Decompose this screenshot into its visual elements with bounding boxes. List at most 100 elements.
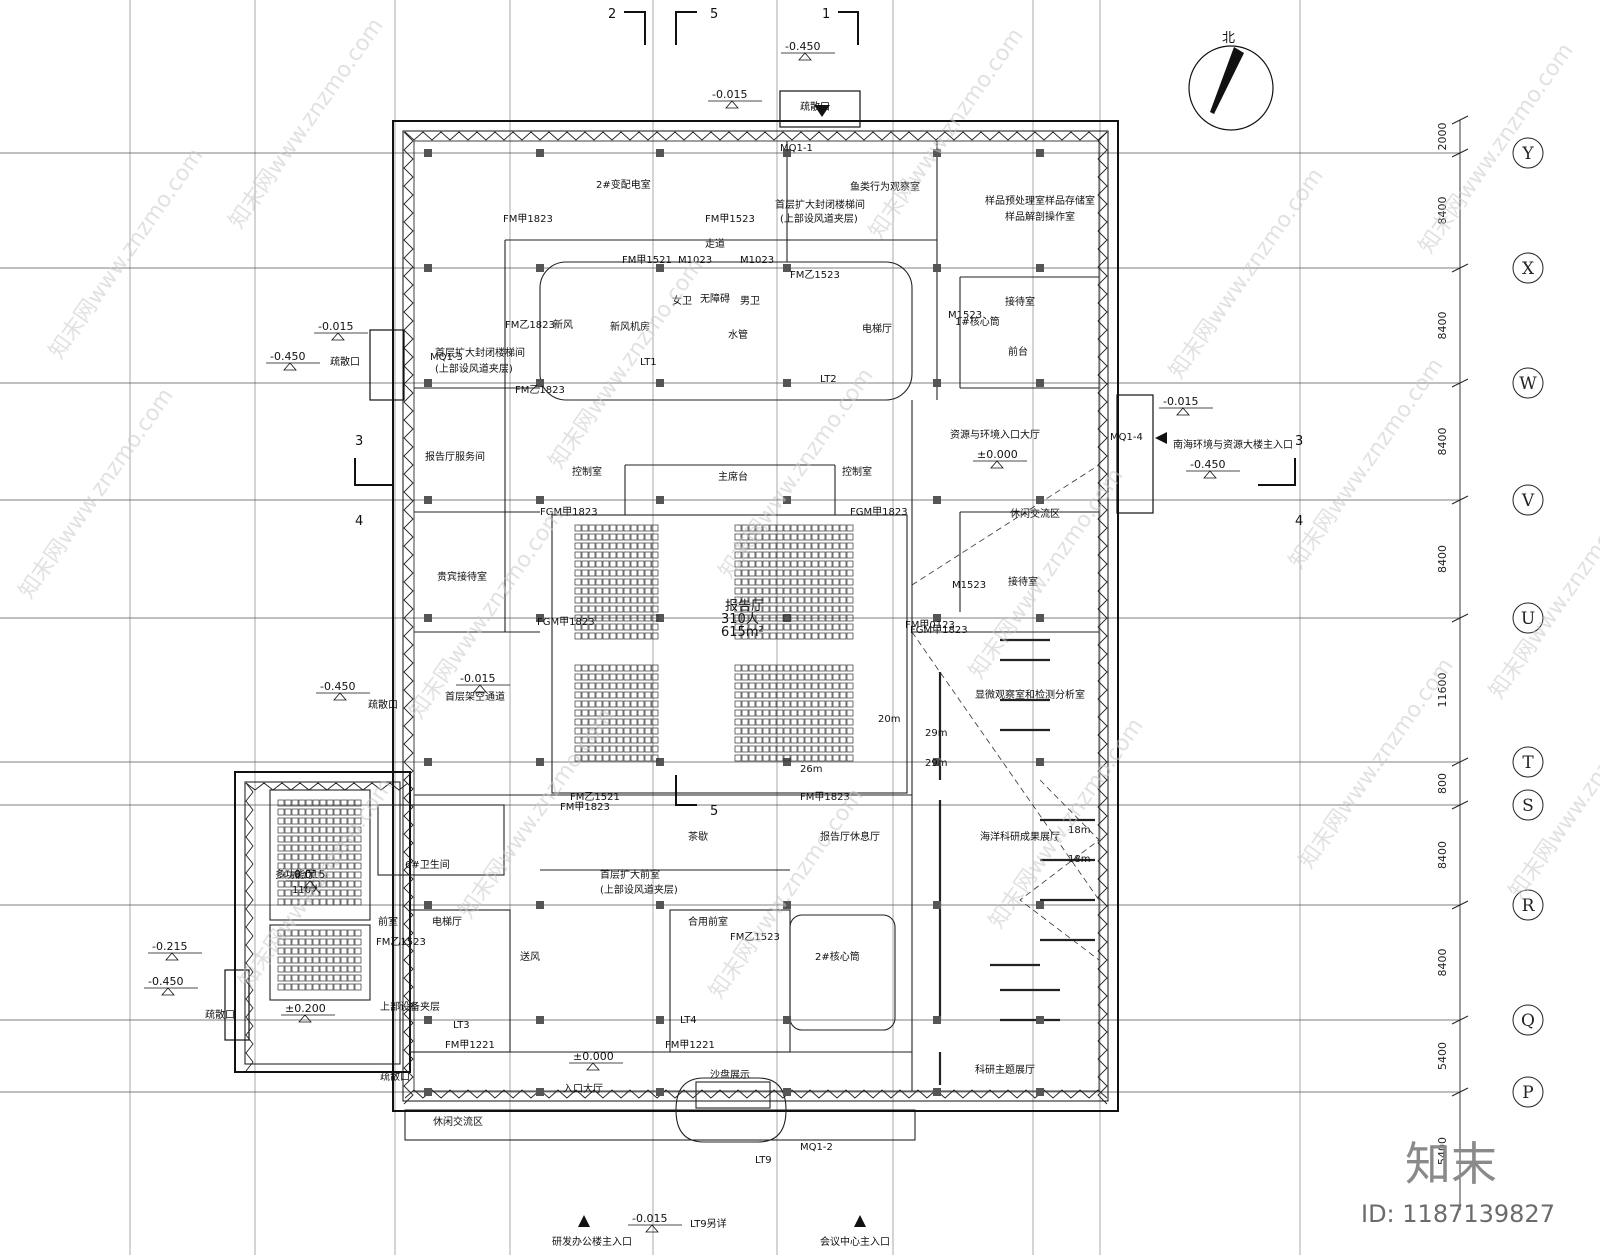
seat <box>319 965 327 973</box>
seat <box>284 853 292 861</box>
room-label: 样品解剖操作室 <box>1005 210 1075 223</box>
seat <box>651 569 659 577</box>
seat <box>825 632 833 640</box>
seat <box>595 632 603 640</box>
seat <box>644 718 652 726</box>
seat <box>644 533 652 541</box>
seat <box>609 542 617 550</box>
seat <box>305 844 313 852</box>
seat <box>776 605 784 613</box>
dimension-value: 8400 <box>1436 312 1449 340</box>
room-label: 疏散口 <box>205 1008 235 1021</box>
dimension-tick <box>1451 263 1469 273</box>
column <box>424 264 432 272</box>
seat <box>651 727 659 735</box>
seat <box>734 551 742 559</box>
seat <box>762 623 770 631</box>
seat <box>818 691 826 699</box>
watermark-text: 知末网www.znzmo.com <box>454 704 618 924</box>
room-label: LT9 <box>755 1155 772 1166</box>
seat <box>340 871 348 879</box>
seat <box>284 871 292 879</box>
seat <box>846 682 854 690</box>
seat <box>602 524 610 532</box>
seat <box>326 947 334 955</box>
seat <box>748 718 756 726</box>
seat <box>574 682 582 690</box>
seat <box>305 826 313 834</box>
seat <box>284 880 292 888</box>
dimension-tick <box>1451 613 1469 623</box>
seat <box>825 614 833 622</box>
seat <box>602 596 610 604</box>
seat <box>609 524 617 532</box>
seat <box>783 596 791 604</box>
seat <box>818 673 826 681</box>
seat <box>734 682 742 690</box>
seat <box>818 605 826 613</box>
seat <box>825 542 833 550</box>
seat <box>839 709 847 717</box>
seat <box>609 596 617 604</box>
seat <box>825 682 833 690</box>
seat <box>354 929 362 937</box>
seat <box>305 965 313 973</box>
seat <box>312 826 320 834</box>
seat <box>644 551 652 559</box>
seat <box>818 664 826 672</box>
room-label: 1#核心筒 <box>955 315 1000 328</box>
seat <box>312 898 320 906</box>
seat <box>305 947 313 955</box>
seat <box>588 533 596 541</box>
room-label: 首层扩大封闭楼梯间 <box>435 346 525 359</box>
seat <box>623 727 631 735</box>
seat <box>319 844 327 852</box>
seat <box>734 632 742 640</box>
seat <box>298 817 306 825</box>
seat <box>319 853 327 861</box>
seat <box>637 718 645 726</box>
seat <box>762 560 770 568</box>
seat <box>588 754 596 762</box>
dimension-note: 18m <box>1068 854 1090 865</box>
door-tag: MQ1-4 <box>1110 432 1143 443</box>
seat <box>616 587 624 595</box>
seat <box>581 709 589 717</box>
level-mark-triangle <box>165 952 179 961</box>
seat <box>832 673 840 681</box>
seat <box>846 709 854 717</box>
seat <box>832 578 840 586</box>
room-label: 无障碍 <box>700 292 730 305</box>
seat <box>748 682 756 690</box>
column <box>783 379 791 387</box>
seat <box>783 524 791 532</box>
seat <box>277 929 285 937</box>
seat <box>769 700 777 708</box>
watermark-text: 知末网www.znzmo.com <box>704 784 868 1004</box>
seat <box>298 844 306 852</box>
seat <box>581 727 589 735</box>
seat <box>741 709 749 717</box>
column <box>536 758 544 766</box>
seat <box>284 808 292 816</box>
seat <box>776 745 784 753</box>
seat <box>825 587 833 595</box>
seat <box>284 799 292 807</box>
seat <box>839 664 847 672</box>
seat <box>776 524 784 532</box>
column <box>1036 496 1044 504</box>
seat <box>811 745 819 753</box>
axis-label: V <box>1521 491 1535 511</box>
seat <box>319 983 327 991</box>
seat <box>832 754 840 762</box>
seat <box>769 578 777 586</box>
seat <box>354 938 362 946</box>
seat <box>755 673 763 681</box>
seat <box>574 745 582 753</box>
seat <box>825 736 833 744</box>
seat <box>623 682 631 690</box>
seat <box>741 691 749 699</box>
seat <box>755 736 763 744</box>
seat <box>811 718 819 726</box>
seat <box>748 542 756 550</box>
